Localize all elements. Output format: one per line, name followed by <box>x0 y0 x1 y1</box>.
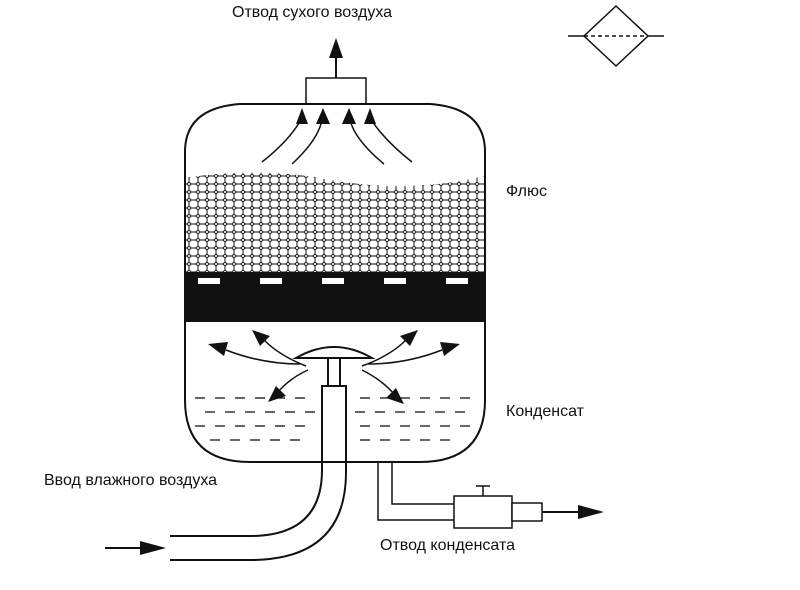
dry-air-nozzle <box>305 77 367 104</box>
vessel-body <box>184 103 486 463</box>
dry-air-outlet-arrow-icon <box>329 38 343 58</box>
flux-layer <box>185 172 485 272</box>
condensate-liquid <box>195 397 470 441</box>
flux-label: Флюс <box>506 183 547 200</box>
dry-air-flow-arrows <box>261 108 413 165</box>
diffuser-cap <box>292 346 376 359</box>
condensate-label: Конденсат <box>506 403 584 420</box>
humid-air-inlet-pipe <box>170 385 347 561</box>
drain-valve <box>453 495 513 529</box>
perforated-plate <box>185 272 485 322</box>
filter-dryer-symbol-icon <box>568 4 664 68</box>
humid-air-inlet-arrow-icon <box>140 541 166 555</box>
diffuser-flow-arrows <box>208 330 460 404</box>
condensate-outlet-arrow-icon <box>578 505 604 519</box>
humid-air-inlet-label: Ввод влажного воздуха <box>44 472 218 489</box>
dry-air-outlet-label: Отвод сухого воздуха <box>232 4 393 21</box>
condensate-outlet-label: Отвод конденсата <box>380 537 515 554</box>
condensate-drain-pipe <box>377 462 454 521</box>
